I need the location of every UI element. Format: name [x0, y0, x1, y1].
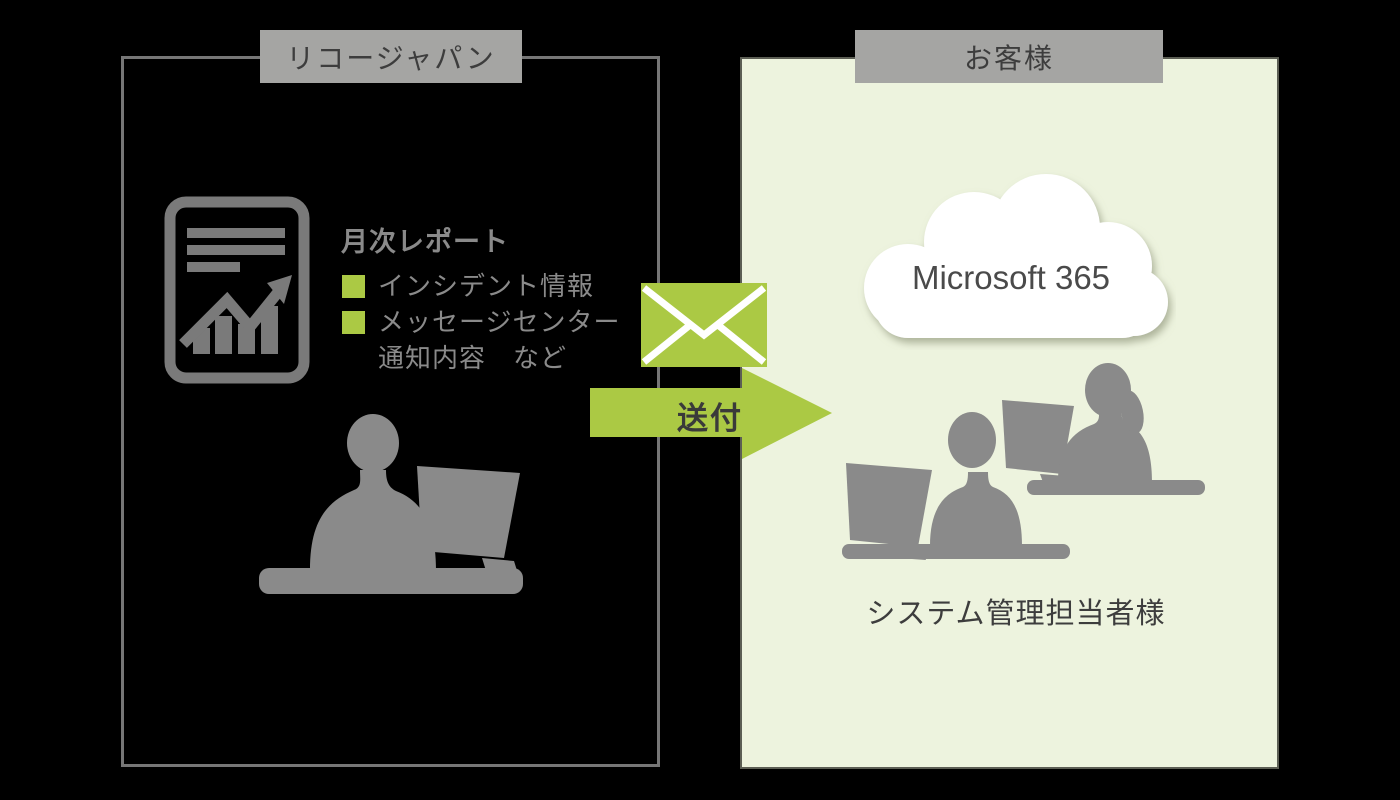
desk: [259, 568, 523, 594]
admins-caption: システム管理担当者様: [866, 598, 1166, 630]
person-at-computer-icon: [259, 414, 523, 594]
cloud-shape: [864, 174, 1168, 338]
report-document-icon: [164, 196, 310, 384]
envelope-fold: [715, 322, 767, 365]
monitor-shape: [846, 463, 932, 547]
ricoh-japan-label-band: リコージャパン: [260, 30, 522, 83]
send-arrow-label: 送付: [677, 401, 743, 436]
person-head: [948, 412, 996, 468]
report-title: 月次レポート: [341, 227, 509, 257]
bullet-text: インシデント情報: [378, 271, 595, 301]
desk: [1027, 480, 1205, 495]
green-square-bullet-icon: [342, 311, 365, 334]
trend-arrowhead: [267, 275, 292, 304]
envelope-body: [641, 283, 767, 367]
person-head: [347, 414, 399, 472]
customer-label-band: お客様: [855, 30, 1163, 83]
report-bullet-item: メッセージセンター: [341, 304, 620, 340]
person-torso: [310, 470, 436, 570]
envelope-flap: [641, 285, 767, 340]
green-square-bullet-icon: [342, 275, 365, 298]
two-people-at-computers-icon: [842, 363, 1205, 560]
bullet-text-continuation: 通知内容 など: [378, 343, 568, 373]
envelope-icon: [641, 283, 767, 367]
bullet-text: メッセージセンター: [378, 307, 621, 337]
envelope-fold: [641, 322, 693, 365]
cloud-service-label: Microsoft 365: [911, 259, 1111, 296]
report-description: 月次レポート インシデント情報 メッセージセンター 通知内容 など: [341, 220, 620, 376]
text-line: [187, 245, 285, 255]
cloud-icon: [864, 174, 1168, 338]
trend-line: [179, 287, 284, 348]
ponytail: [1120, 390, 1144, 434]
monitor-shape: [417, 466, 520, 558]
person-torso: [930, 472, 1022, 546]
text-line: [187, 262, 240, 272]
report-bullet-item: インシデント情報: [341, 268, 620, 304]
arrow-shape: [590, 368, 832, 459]
text-line: [187, 228, 285, 238]
ricoh-japan-label: リコージャパン: [286, 42, 496, 74]
person-head: [1085, 363, 1131, 417]
document-outline: [164, 196, 310, 384]
desk: [842, 544, 1070, 559]
send-arrow: [590, 368, 832, 459]
monitor-shape: [1002, 400, 1074, 474]
customer-label: お客様: [963, 42, 1054, 74]
